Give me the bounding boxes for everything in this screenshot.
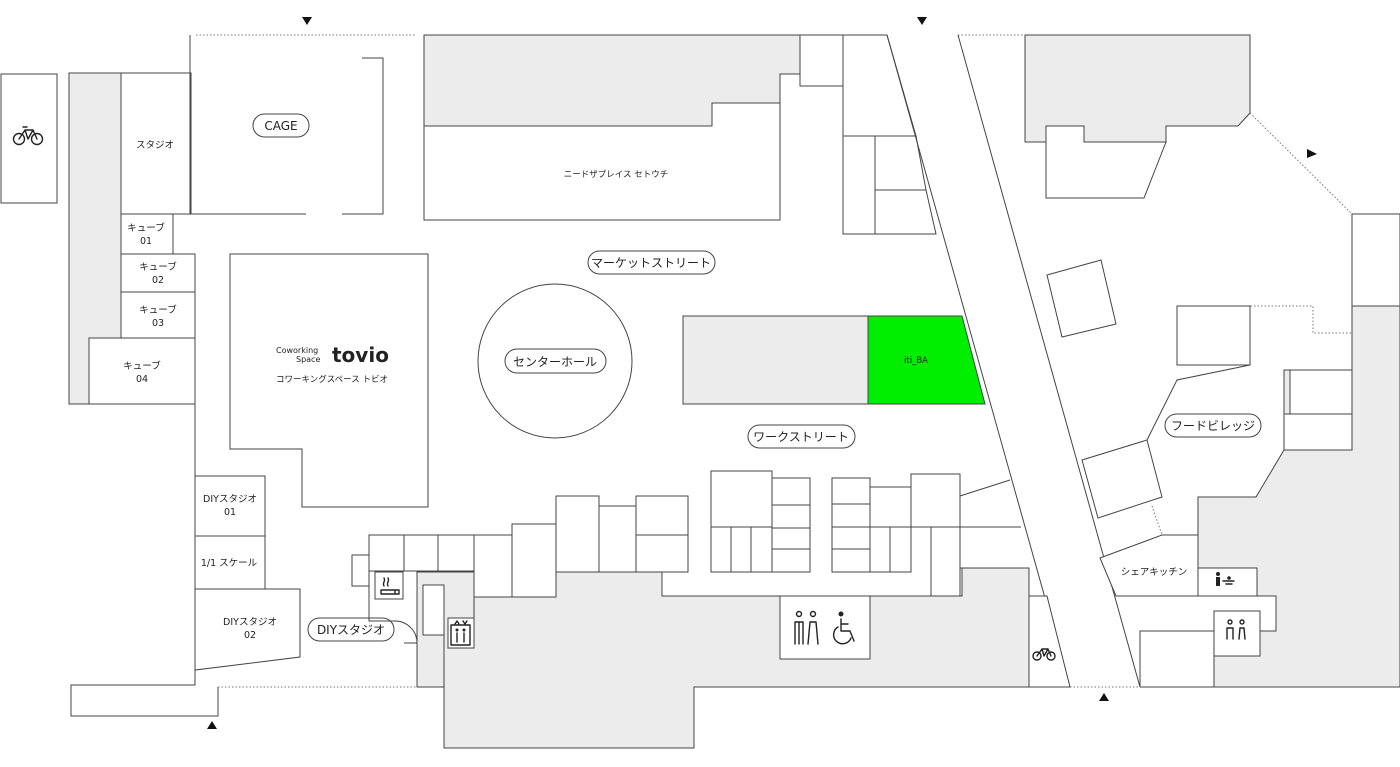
elevator-shaft-walls <box>443 597 475 748</box>
room-1-1-scale[interactable] <box>194 535 266 590</box>
coworking-jp-label: コワーキングスペース トビオ <box>276 374 388 385</box>
room-small-c <box>874 189 937 235</box>
entrance-arrow-icon <box>1307 149 1317 158</box>
tovio-logo: tovio <box>332 343 389 367</box>
cube-04-label: キューブ <box>123 360 161 372</box>
room-coworking-tovio[interactable] <box>229 253 429 508</box>
room-small-a <box>842 135 876 235</box>
room-cube-04[interactable] <box>88 337 196 405</box>
kiosk-b <box>1176 305 1251 366</box>
room-studio[interactable] <box>120 72 192 215</box>
center-hall-pill[interactable] <box>504 348 607 374</box>
kitchen-dotted <box>1151 505 1163 536</box>
room-gray-block <box>682 315 869 405</box>
cube-01-label: キューブ <box>127 222 165 234</box>
work-rooms-row <box>351 470 1029 598</box>
work-street-label: ワークストリート <box>753 430 849 444</box>
center-hall-label: センターホール <box>513 355 597 369</box>
entrance-arrow-icon <box>1099 693 1109 701</box>
room-diy-studio-01[interactable] <box>194 475 266 537</box>
iti-ba-label: iti_BA <box>904 356 928 366</box>
room-north-corridor <box>842 34 917 137</box>
room-diy-studio-02[interactable] <box>194 588 301 671</box>
room-share-kitchen[interactable] <box>1099 534 1199 597</box>
restroom-icon-east <box>1226 619 1246 640</box>
market-street-label: マーケットストリート <box>591 256 711 270</box>
elevator-icon <box>450 620 471 646</box>
cube-03-number: 03 <box>152 318 164 329</box>
east-lower-wall <box>1116 595 1277 687</box>
restroom-icon <box>794 610 819 645</box>
bicycle-icon-south <box>1032 648 1056 661</box>
food-village-label: フードビレッジ <box>1171 419 1255 433</box>
room-cube-01[interactable] <box>120 213 174 255</box>
wheelchair-icon <box>832 611 855 645</box>
needs-place-label: ニードザプレイス セトウチ <box>564 170 668 180</box>
cube-04-number: 04 <box>136 374 148 385</box>
baby-care-icon <box>1216 572 1235 586</box>
diy-02-label: DIYスタジオ <box>223 617 277 628</box>
space-text: Space <box>296 355 320 364</box>
baby-care-room[interactable] <box>1197 567 1258 597</box>
food-village-pill[interactable] <box>1164 413 1262 438</box>
diy-01-label: DIYスタジオ <box>203 494 257 505</box>
diy-entry-wall <box>368 571 418 687</box>
entrance-arrow-icon <box>302 17 312 25</box>
cube-02-number: 02 <box>152 275 164 286</box>
entrance-arrow-icon <box>917 17 927 25</box>
room-cube-03[interactable] <box>120 291 196 339</box>
cage-label-pill[interactable] <box>252 113 310 138</box>
cube-02-label: キューブ <box>139 261 177 273</box>
cage-label: CAGE <box>264 119 297 133</box>
room-studio-label: スタジオ <box>136 140 174 151</box>
stall-2 <box>1283 413 1353 451</box>
food-village-edges <box>1146 364 1256 498</box>
cage-wall <box>189 35 384 215</box>
room-needs-place[interactable] <box>423 102 781 221</box>
diy-studio-pill[interactable] <box>307 617 395 642</box>
room-iti-ba[interactable] <box>867 315 986 405</box>
room-right-top <box>1045 125 1167 199</box>
bicycle-icon <box>12 126 44 146</box>
diy-02-number: 02 <box>244 630 256 641</box>
diy-01-number: 01 <box>224 507 236 518</box>
smoking-icon <box>380 577 400 595</box>
entrance-arrow-icon <box>207 721 217 729</box>
kiosk-a <box>1046 259 1117 338</box>
room-east-a <box>1351 213 1400 307</box>
smoking-room[interactable] <box>374 571 404 600</box>
kiosk-c <box>1081 439 1163 519</box>
cube-01-number: 01 <box>140 236 152 247</box>
restroom-center[interactable] <box>779 595 871 660</box>
room-cube-02[interactable] <box>120 253 196 293</box>
share-kitchen-label: シェアキッチン <box>1121 567 1188 578</box>
small-room-north <box>799 34 844 87</box>
room-small-b <box>874 135 927 191</box>
restroom-east[interactable] <box>1213 610 1261 657</box>
coworking-text: Coworking <box>276 346 318 355</box>
east-entrance-line <box>1249 112 1353 215</box>
work-street-pill[interactable] <box>747 424 856 449</box>
cube-03-label: キューブ <box>139 304 177 316</box>
market-street-pill[interactable] <box>587 250 716 275</box>
diy-studio-label: DIYスタジオ <box>317 623 385 637</box>
east-dotted-boundary <box>1250 305 1353 334</box>
bicycle-parking-south[interactable] <box>1028 595 1071 688</box>
stair-block <box>422 584 445 636</box>
scale-label: 1/1 スケール <box>201 558 258 569</box>
stall-1 <box>1289 369 1353 415</box>
